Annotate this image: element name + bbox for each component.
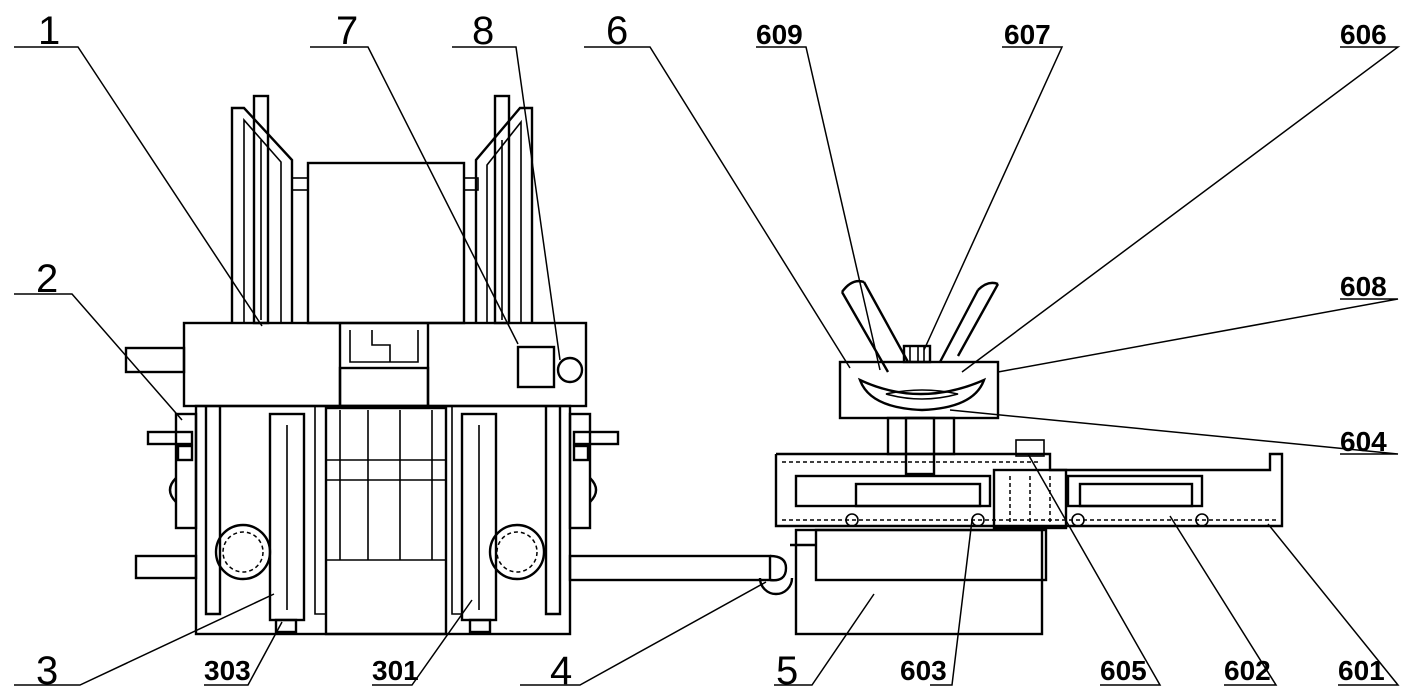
part-labels: 1 7 8 6 2 3 303 301 4 5 603 605 602 601 … <box>36 9 1387 693</box>
right-gear <box>488 523 546 581</box>
right-chamber <box>1066 474 1204 508</box>
right-assembly <box>774 279 1284 636</box>
label-601: 601 <box>1338 655 1385 686</box>
label-604: 604 <box>1340 426 1387 457</box>
control-box <box>516 345 556 389</box>
leader-lines <box>14 46 1401 686</box>
left-chamber <box>794 474 992 508</box>
right-upper-frame <box>463 94 534 325</box>
left-upper-frame <box>230 94 309 325</box>
label-609: 609 <box>756 19 803 50</box>
right-feed-tube <box>938 281 1000 363</box>
label-602: 602 <box>1224 655 1271 686</box>
base-block <box>794 528 1044 636</box>
label-3: 3 <box>36 649 58 693</box>
top-housing <box>306 161 466 325</box>
left-machine <box>124 94 794 636</box>
left-valve-assembly <box>146 412 198 530</box>
label-608: 608 <box>1340 271 1387 302</box>
indicator-knob <box>556 356 584 384</box>
outlet-pipe <box>568 554 772 582</box>
label-607: 607 <box>1004 19 1051 50</box>
left-feed-tube <box>840 279 910 373</box>
lower-frame <box>194 404 572 636</box>
label-605: 605 <box>1100 655 1147 686</box>
label-301: 301 <box>372 655 419 686</box>
tray <box>774 452 1284 528</box>
label-303: 303 <box>204 655 251 686</box>
label-7: 7 <box>336 9 358 53</box>
label-5: 5 <box>776 649 798 693</box>
label-8: 8 <box>472 9 494 53</box>
center-block <box>992 468 1068 530</box>
pipe-elbow <box>769 554 788 582</box>
label-606: 606 <box>1340 19 1387 50</box>
stem <box>886 416 956 456</box>
left-gear <box>214 523 272 581</box>
label-6: 6 <box>606 9 628 53</box>
label-4: 4 <box>550 649 572 693</box>
label-2: 2 <box>36 257 58 301</box>
right-valve-assembly <box>568 412 620 530</box>
main-body-block <box>182 321 588 408</box>
label-603: 603 <box>900 655 947 686</box>
label-1: 1 <box>38 9 60 53</box>
